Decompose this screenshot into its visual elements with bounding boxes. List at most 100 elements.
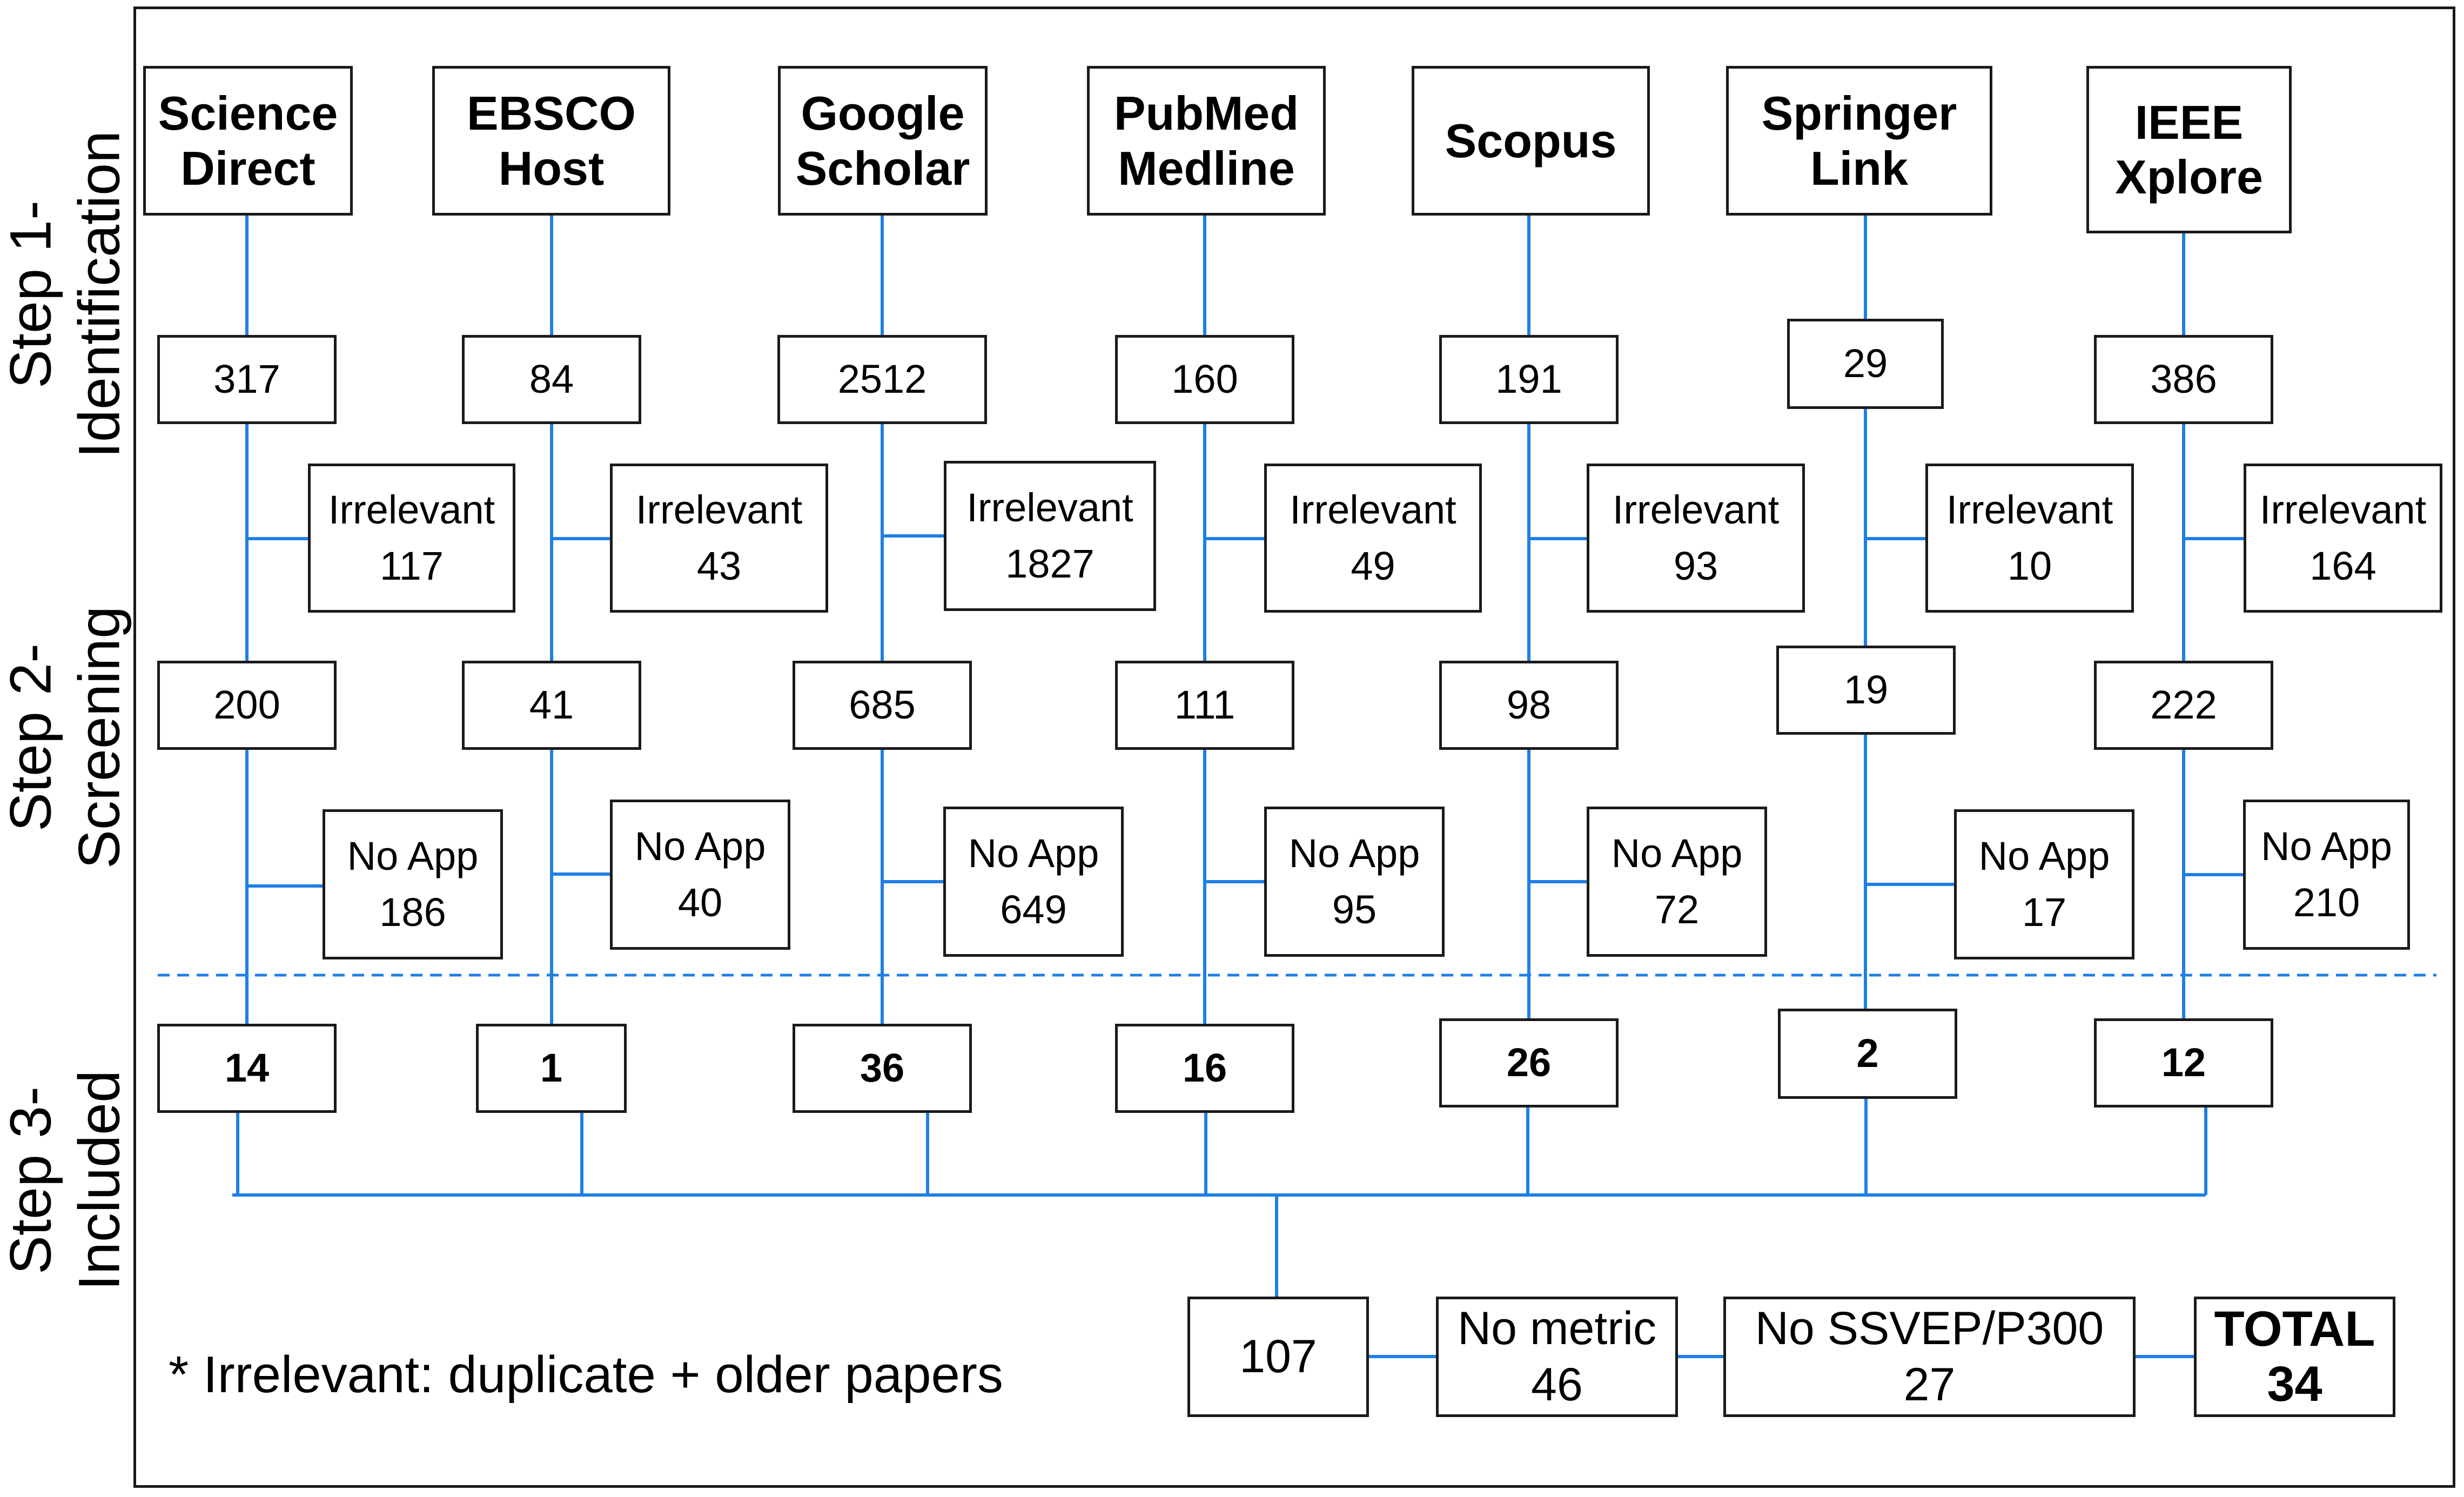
source-box-science-direct: Science Direct (143, 66, 353, 216)
irrelevant-label: Irrelevant (1612, 487, 1780, 533)
source-name-line1: PubMed (1113, 86, 1299, 140)
source-name-line2: Xplore (2115, 150, 2263, 204)
diagram-frame (133, 6, 2455, 1488)
included-count-box: 2 (1778, 1009, 1957, 1099)
screened-count: 200 (213, 682, 280, 728)
irrelevant-count: 93 (1673, 543, 1718, 588)
no-app-count: 186 (379, 890, 446, 935)
irrelevant-label: Irrelevant (2259, 487, 2427, 533)
total-box: TOTAL 34 (2194, 1297, 2395, 1417)
no-app-label: No App (634, 824, 766, 869)
screened-count: 111 (1174, 682, 1236, 728)
irrelevant-count: 164 (2309, 543, 2376, 588)
source-box-pubmed-medline: PubMed Medline (1087, 66, 1326, 216)
screened-count-box: 98 (1439, 661, 1619, 750)
source-name-line1: Springer (1761, 86, 1957, 140)
identified-count-box: 160 (1115, 335, 1294, 424)
source-box-ieee-xplore: IEEE Xplore (2086, 66, 2292, 233)
irrelevant-box: Irrelevant 49 (1264, 464, 1482, 613)
screened-count: 19 (1843, 667, 1889, 713)
screened-count-box: 685 (793, 661, 972, 750)
screened-count: 222 (2150, 682, 2217, 728)
screened-count: 98 (1506, 682, 1552, 728)
included-count: 36 (860, 1045, 905, 1091)
no-metric-box: No metric 46 (1436, 1297, 1678, 1417)
included-count-box: 26 (1439, 1018, 1619, 1107)
no-app-label: No App (2261, 824, 2392, 869)
no-app-count: 210 (2293, 880, 2360, 925)
identified-count-box: 2512 (777, 335, 987, 424)
irrelevant-count: 117 (380, 543, 444, 588)
no-app-label: No App (347, 834, 479, 879)
identified-count: 2512 (837, 357, 927, 402)
included-count: 16 (1182, 1045, 1227, 1091)
step-1-label: Step 1- Identification (0, 131, 133, 458)
irrelevant-count: 43 (696, 543, 742, 588)
no-app-box: No App 17 (1954, 809, 2134, 959)
irrelevant-box: Irrelevant 93 (1587, 464, 1805, 613)
included-count: 14 (224, 1045, 270, 1091)
no-metric-count: 46 (1531, 1358, 1583, 1411)
source-box-springer-link: Springer Link (1726, 66, 1992, 216)
screened-count-box: 222 (2094, 661, 2273, 750)
step-2-label: Step 2- Screening (0, 606, 133, 869)
irrelevant-label: Irrelevant (1946, 487, 2113, 533)
no-ssvep-count: 27 (1903, 1358, 1956, 1411)
irrelevant-count: 49 (1351, 543, 1395, 588)
no-app-box: No App 40 (610, 800, 790, 950)
identified-count-box: 386 (2094, 335, 2273, 424)
identified-count-box: 191 (1439, 335, 1619, 424)
irrelevant-box: Irrelevant 117 (308, 464, 515, 613)
identified-count: 386 (2150, 357, 2217, 402)
irrelevant-box: Irrelevant 10 (1925, 464, 2134, 613)
included-count: 12 (2161, 1040, 2206, 1085)
irrelevant-count: 10 (2007, 543, 2052, 588)
no-app-count: 649 (1000, 887, 1067, 932)
no-app-count: 40 (677, 880, 723, 925)
identified-count-box: 29 (1787, 319, 1944, 409)
no-app-box: No App 649 (943, 807, 1124, 957)
step-3-name: Included (66, 1070, 132, 1291)
step-1-name: Identification (66, 130, 132, 459)
identified-count: 317 (213, 357, 280, 402)
no-app-count: 95 (1332, 887, 1377, 932)
included-count-box: 36 (793, 1024, 972, 1113)
included-count: 2 (1856, 1031, 1879, 1076)
irrelevant-box: Irrelevant 43 (610, 464, 828, 613)
screened-count-box: 41 (462, 661, 641, 750)
irrelevant-label: Irrelevant (328, 487, 495, 533)
step-2-name: Screening (66, 606, 132, 869)
included-count-box: 14 (157, 1024, 337, 1113)
source-name-line2: Link (1810, 141, 1908, 195)
screened-count-box: 19 (1776, 646, 1956, 735)
no-app-label: No App (1978, 834, 2110, 879)
source-name-line1: Google (801, 86, 965, 140)
no-app-count: 72 (1654, 887, 1700, 932)
no-app-label: No App (968, 831, 1099, 876)
source-box-google-scholar: Google Scholar (778, 66, 988, 216)
source-name-line1: Science (158, 86, 338, 140)
irrelevant-count: 1827 (1005, 541, 1095, 586)
source-name-line2: Scholar (795, 141, 970, 195)
no-app-box: No App 210 (2243, 800, 2410, 950)
screened-count: 685 (849, 682, 916, 728)
included-count-box: 12 (2094, 1018, 2273, 1107)
source-name-line2: Direct (180, 141, 315, 195)
no-app-box: No App 72 (1587, 807, 1767, 957)
irrelevant-label: Irrelevant (966, 485, 1133, 531)
identified-count-box: 317 (157, 335, 337, 424)
no-app-label: No App (1611, 831, 1743, 876)
identified-count: 29 (1843, 341, 1888, 386)
source-name-line1: IEEE (2134, 95, 2244, 149)
total-count: 34 (2267, 1356, 2322, 1412)
included-count: 26 (1506, 1040, 1552, 1085)
identified-count-box: 84 (462, 335, 641, 424)
combined-count-box: 107 (1187, 1297, 1369, 1417)
no-ssvep-p300-box: No SSVEP/P300 27 (1723, 1297, 2136, 1417)
footnote: * Irrelevant: duplicate + older papers (169, 1346, 1003, 1404)
combined-count: 107 (1239, 1330, 1317, 1382)
no-ssvep-label: No SSVEP/P300 (1755, 1303, 2104, 1355)
no-app-count: 17 (2022, 890, 2067, 935)
